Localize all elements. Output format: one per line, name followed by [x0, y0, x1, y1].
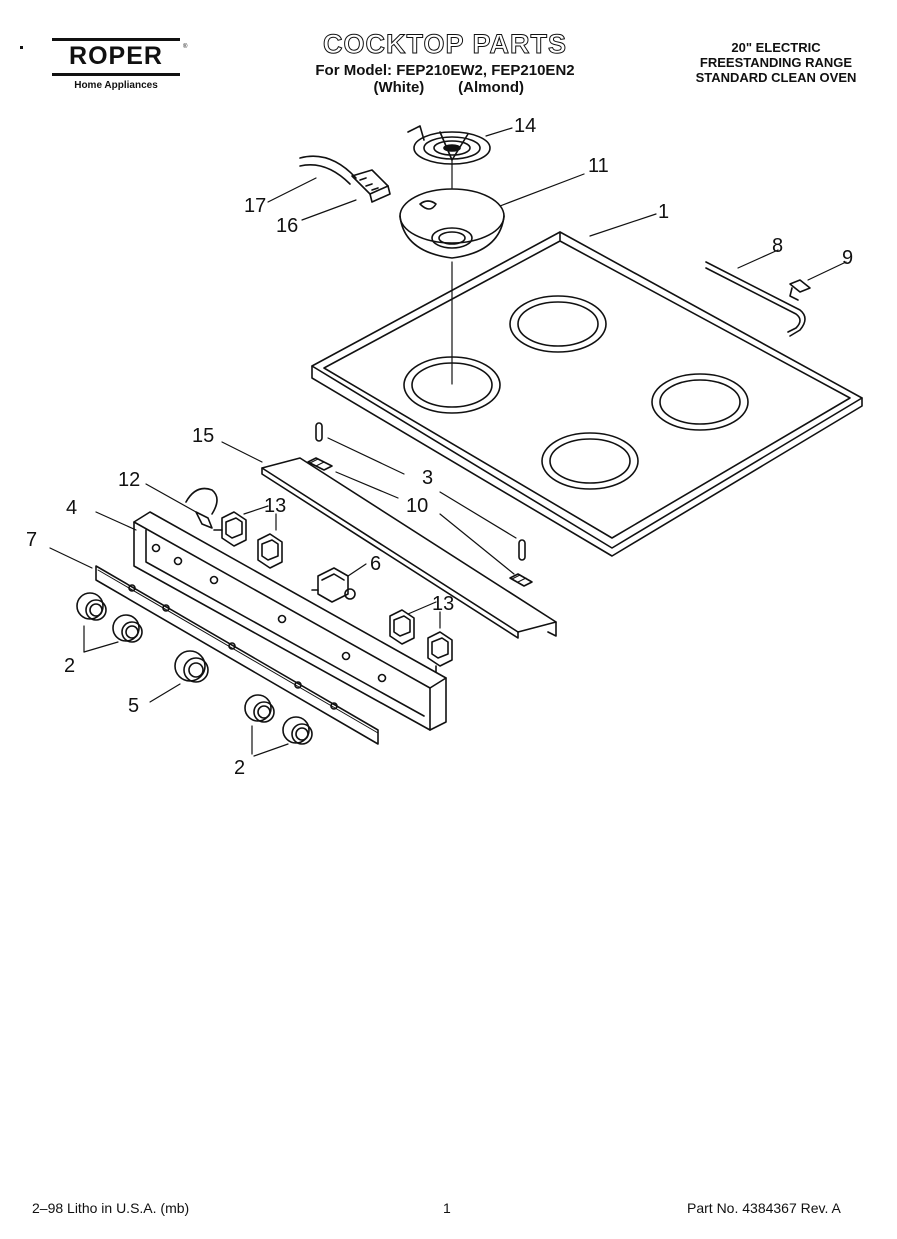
leader-14	[485, 127, 513, 137]
knob-part-5	[174, 650, 209, 683]
leader-3-lower	[439, 491, 517, 539]
callout-3: 3	[422, 467, 433, 489]
callout-numbers: 1 11 14 17 16 8 9 15 3 10 12 4 7 13 13 6…	[26, 115, 853, 779]
switch-part-13-b	[257, 533, 283, 569]
callout-2-right: 2	[234, 757, 245, 779]
color-almond: (Almond)	[458, 79, 524, 96]
surface-element-part-14	[407, 125, 491, 165]
callout-6: 6	[370, 553, 381, 575]
leader-6	[347, 563, 367, 577]
wire-harness-part-17	[299, 155, 357, 185]
callout-17: 17	[244, 195, 266, 217]
model-numbers: For Model: FEP210EW2, FEP210EN2	[315, 62, 575, 79]
callout-9: 9	[842, 247, 853, 269]
leader-13-c	[407, 601, 437, 615]
model-colors: (White) (Almond)	[300, 79, 590, 96]
callout-10: 10	[406, 495, 428, 517]
leader-3-upper	[327, 437, 405, 475]
callout-1: 1	[658, 201, 669, 223]
callout-16: 16	[276, 215, 298, 237]
pin-part-3-lower	[518, 539, 526, 561]
callout-2-left: 2	[64, 655, 75, 677]
spec-line-3: STANDARD CLEAN OVEN	[695, 70, 857, 85]
leader-8	[737, 249, 779, 269]
drip-bowl-part-11	[399, 188, 505, 259]
logo-wordmark: ROPER	[69, 42, 163, 70]
spec-line-1: 20" ELECTRIC	[731, 40, 821, 55]
rod-part-8	[705, 261, 806, 337]
leader-13-b	[243, 505, 269, 515]
knob-part-2-d	[282, 716, 313, 745]
leader-15	[221, 441, 263, 463]
knob-part-2-c	[244, 694, 275, 723]
cooktop-part-1	[311, 231, 863, 557]
leader-12	[145, 483, 197, 513]
callout-15: 15	[192, 425, 214, 447]
knob-part-2-b	[112, 614, 143, 643]
callout-13-lower: 13	[432, 593, 454, 615]
leader-10-lower	[439, 513, 515, 575]
callout-12: 12	[118, 469, 140, 491]
callout-13-upper: 13	[264, 495, 286, 517]
leader-16	[301, 199, 357, 221]
callout-5: 5	[128, 695, 139, 717]
leader-11	[499, 173, 585, 207]
callout-11: 11	[588, 155, 609, 177]
spec-line-2: FREESTANDING RANGE	[699, 55, 853, 70]
callout-8: 8	[772, 235, 783, 257]
clip-part-9	[789, 279, 811, 301]
color-white: (White)	[373, 79, 425, 96]
leader-10-upper	[335, 471, 399, 499]
callout-7: 7	[26, 529, 37, 551]
logo-bottom-rule	[52, 73, 180, 76]
leader-9	[807, 261, 847, 281]
page-number: 1	[443, 1200, 451, 1216]
product-spec: 20" ELECTRIC FREESTANDING RANGE STANDARD…	[676, 40, 876, 85]
logo-tagline: Home Appliances	[74, 80, 158, 91]
roper-logo: ROPER ® Home Appliances	[52, 36, 187, 92]
switch-part-13-d	[427, 631, 453, 673]
switch-part-13-c	[389, 609, 415, 645]
bracket-part-10	[307, 457, 533, 587]
leader-2-a	[83, 641, 119, 653]
print-info: 2–98 Litho in U.S.A. (mb)	[32, 1200, 190, 1216]
pin-part-3-upper	[315, 422, 323, 442]
logo-trademark: ®	[183, 44, 188, 50]
control-panel-part-4	[133, 511, 447, 731]
callout-14: 14	[514, 115, 536, 137]
leader-lines	[49, 127, 847, 757]
wire-part-12	[185, 487, 218, 529]
overlay-part-7	[95, 565, 379, 745]
part-number: Part No. 4384367 Rev. A	[687, 1200, 841, 1216]
terminal-block-part-16	[351, 169, 391, 203]
corner-mark	[20, 46, 23, 49]
switch-part-13-a	[213, 511, 247, 547]
page-title: COCKTOP PARTS	[322, 29, 568, 59]
leader-1	[589, 213, 657, 237]
leader-4	[95, 511, 137, 531]
logo-top-rule	[52, 38, 180, 41]
callout-4: 4	[66, 497, 77, 519]
strip-part-15	[261, 457, 557, 639]
infinite-switch-part-6	[311, 567, 356, 603]
leader-5	[149, 683, 181, 703]
knob-part-2-a	[76, 592, 107, 621]
leader-2-b	[253, 743, 289, 757]
title-block: COCKTOP PARTS For Model: FEP210EW2, FEP2…	[300, 29, 590, 97]
leader-17	[267, 177, 317, 203]
leader-7	[49, 547, 93, 569]
